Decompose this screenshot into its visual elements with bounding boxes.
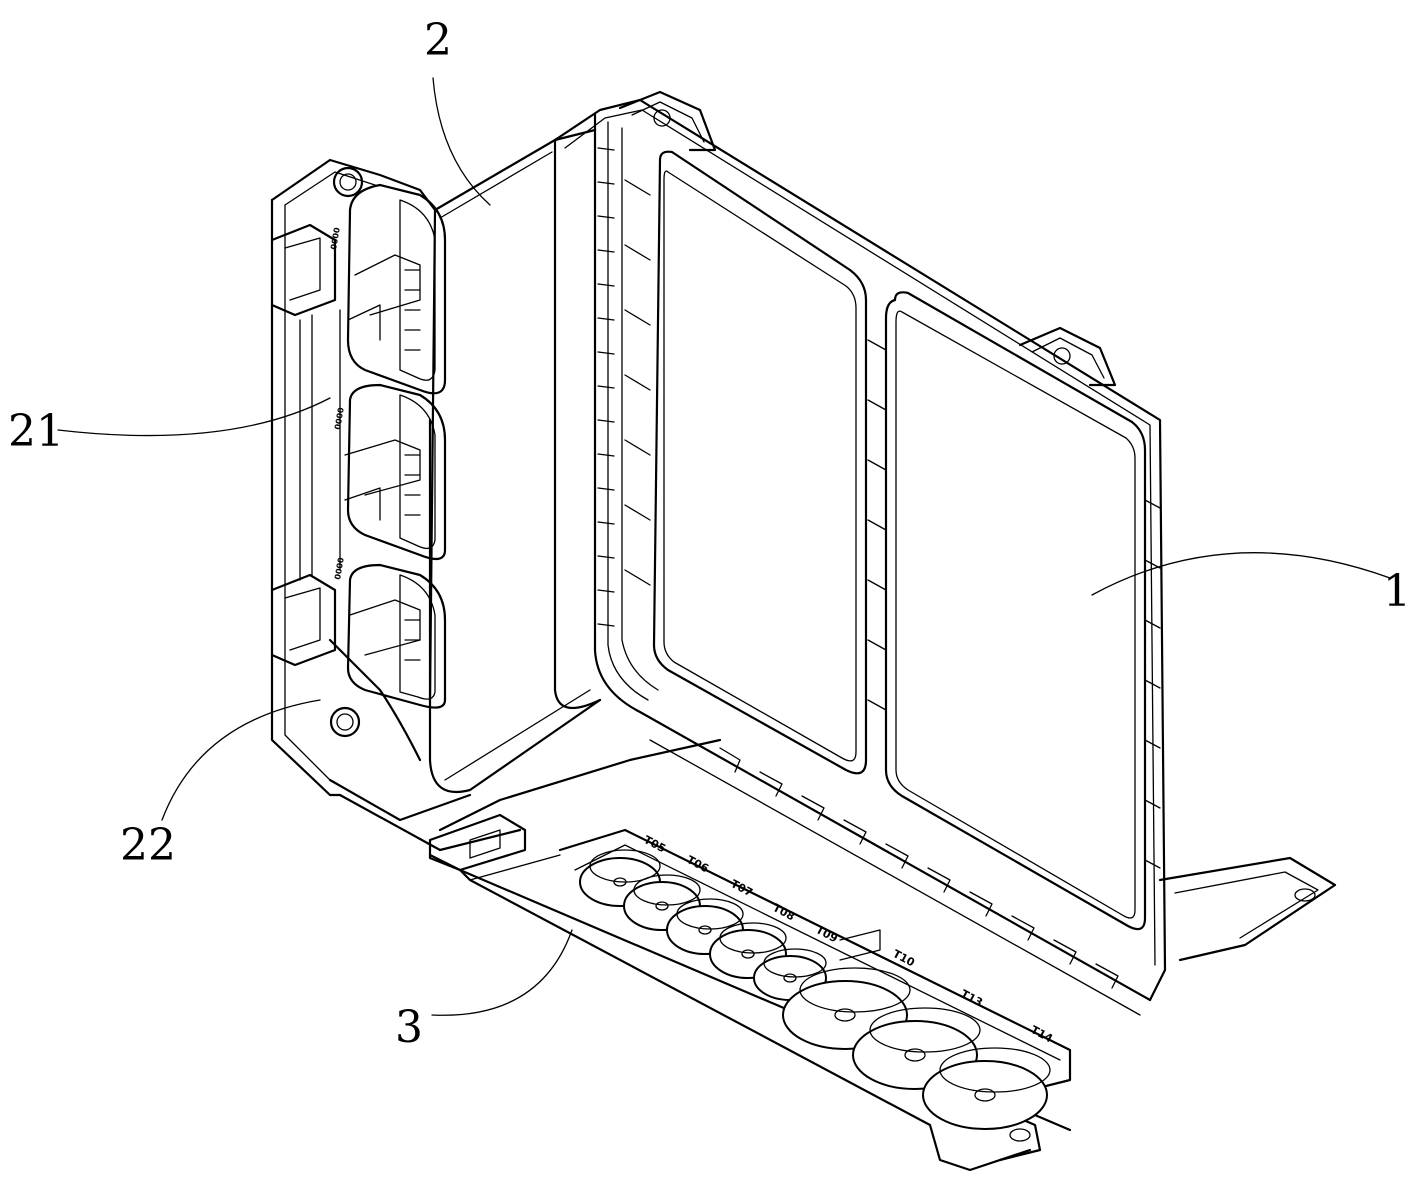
connector-module: 0000 0000 0000: [272, 130, 600, 850]
ref-22: 22: [120, 820, 176, 871]
leader-1: [1092, 553, 1390, 595]
port-label-t09: T09: [814, 923, 840, 945]
leader-22: [162, 700, 320, 820]
leader-2: [433, 78, 490, 205]
ref-3: 3: [395, 1002, 423, 1053]
ref-1: 1: [1383, 566, 1411, 617]
ref-2: 2: [424, 15, 452, 66]
port-label-t05: T05: [642, 833, 668, 855]
connector-label-1: 0000: [329, 226, 342, 250]
ref-21: 21: [8, 406, 64, 457]
leader-21: [58, 398, 330, 436]
leader-3: [432, 930, 572, 1015]
connector-label-2: 0000: [333, 406, 346, 430]
left-rib-strip: [598, 148, 650, 626]
reference-numerals: 1 2 21 22 3: [8, 15, 1411, 1053]
port-label-t07: T07: [729, 877, 755, 899]
port-label-t06: T06: [685, 853, 712, 875]
connector-label-3: 0000: [333, 556, 346, 580]
connector-block-top: [348, 185, 445, 393]
housing-body: [555, 92, 1335, 1015]
connector-block-bottom: [330, 565, 445, 760]
connector-labels: 0000 0000 0000: [329, 226, 346, 580]
terminal-strip: T05 T06 T07 T08 T09 T10 T13 T14: [430, 740, 1070, 1170]
port-label-t14: T14: [1029, 1023, 1056, 1045]
ports: [580, 850, 1050, 1129]
port-label-t08: T08: [771, 901, 797, 923]
port-label-t10: T10: [891, 947, 918, 969]
